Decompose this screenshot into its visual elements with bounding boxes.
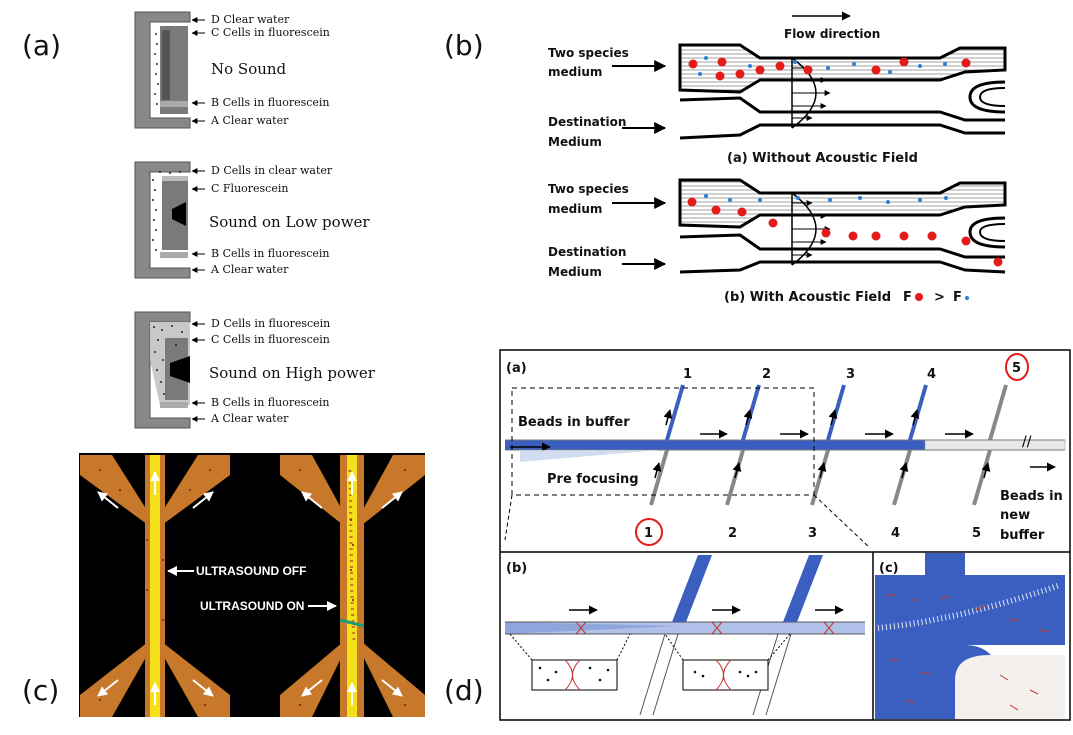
d-sub-c: (c) [879, 561, 899, 576]
bottom-num-4: 4 [891, 526, 900, 541]
top-num-3: 3 [846, 367, 855, 382]
channel-with-field [678, 178, 1007, 274]
ultrasound-on-label: ULTRASOUND ON [200, 599, 304, 613]
d-pre-focusing: Pre focusing [547, 472, 639, 487]
panel-a: D Clear water C Cells in fluorescein No … [134, 11, 376, 429]
b-two-species-2: Two species [548, 182, 629, 196]
b-caption-a: (a) Without Acoustic Field [727, 151, 918, 166]
d-sub-b: (b) [506, 561, 527, 576]
d-buffer: buffer [1000, 528, 1045, 543]
chamber-low-power: D Cells in clear water C Fluorescein Sou… [134, 161, 370, 279]
top-num-5: 5 [1012, 361, 1021, 376]
device-ultrasound-on [280, 455, 425, 717]
box2-label-c: C Fluorescein [211, 182, 288, 195]
blue-particle-legend [965, 296, 969, 300]
box3-label-b: B Cells in fluorescein [211, 396, 330, 409]
box1-title: No Sound [211, 60, 287, 78]
panel-d: (a) (b) (c) [499, 349, 1071, 721]
flow-direction-label: Flow direction [784, 27, 880, 41]
b-medium-2: Medium [548, 135, 602, 149]
b-destination-2: Destination [548, 245, 626, 259]
box3-label-c: C Cells in fluorescein [211, 333, 330, 346]
bottom-num-5: 5 [972, 526, 981, 541]
box3-label-d: D Cells in fluorescein [211, 317, 330, 330]
flow-field-simulation [875, 553, 1065, 719]
red-particle-legend [915, 293, 923, 301]
svg-text://: // [1022, 434, 1032, 450]
d-sub-a: (a) [506, 361, 527, 376]
box2-label-d: D Cells in clear water [211, 164, 333, 177]
outlet-numbers-top: 1 2 3 4 5 [683, 353, 1029, 382]
b-force-gt: > [934, 290, 945, 305]
panel-c: ULTRASOUND OFF ULTRASOUND ON [79, 453, 425, 717]
channel-without-field [678, 43, 1007, 140]
b-medium-4: Medium [548, 265, 602, 279]
d-beads-in: Beads in [1000, 489, 1063, 504]
box1-label-c: C Cells in fluorescein [211, 26, 330, 39]
panel-letter-c: (c) [22, 674, 59, 707]
b-destination-1: Destination [548, 115, 626, 129]
chamber-no-sound: D Clear water C Cells in fluorescein No … [134, 11, 330, 129]
panel-letter-d: (d) [444, 674, 484, 707]
d-beads-in-buffer: Beads in buffer [518, 415, 630, 430]
panel-b: Flow direction [548, 11, 1007, 305]
box3-title: Sound on High power [209, 364, 376, 382]
box2-label-b: B Cells in fluorescein [211, 247, 330, 260]
bottom-num-3: 3 [808, 526, 817, 541]
box1-label-b: B Cells in fluorescein [211, 96, 330, 109]
device-ultrasound-off [80, 455, 230, 717]
b-caption-b: (b) With Acoustic Field [724, 290, 891, 305]
top-num-4: 4 [927, 367, 936, 382]
d-new: new [1000, 508, 1030, 523]
top-num-1: 1 [683, 367, 692, 382]
top-num-2: 2 [762, 367, 771, 382]
b-force-f2: F [953, 290, 962, 305]
panel-letter-a: (a) [22, 29, 61, 62]
bottom-num-1: 1 [644, 526, 653, 541]
node-detail [505, 555, 865, 716]
ultrasound-off-label: ULTRASOUND OFF [196, 564, 306, 578]
box2-label-a: A Clear water [210, 263, 289, 276]
b-medium-1: medium [548, 65, 602, 79]
bottom-num-2: 2 [728, 526, 737, 541]
b-two-species-1: Two species [548, 46, 629, 60]
outlet-numbers-bottom: 1 2 3 4 5 [635, 518, 981, 546]
box3-label-a: A Clear water [210, 412, 289, 425]
panel-letter-b: (b) [444, 29, 484, 62]
box1-label-d: D Clear water [211, 13, 290, 26]
box1-label-a: A Clear water [210, 114, 289, 127]
chamber-high-power: D Cells in fluorescein C Cells in fluore… [134, 311, 376, 429]
b-force-f1: F [903, 290, 912, 305]
b-medium-3: medium [548, 202, 602, 216]
box2-title: Sound on Low power [209, 213, 370, 231]
